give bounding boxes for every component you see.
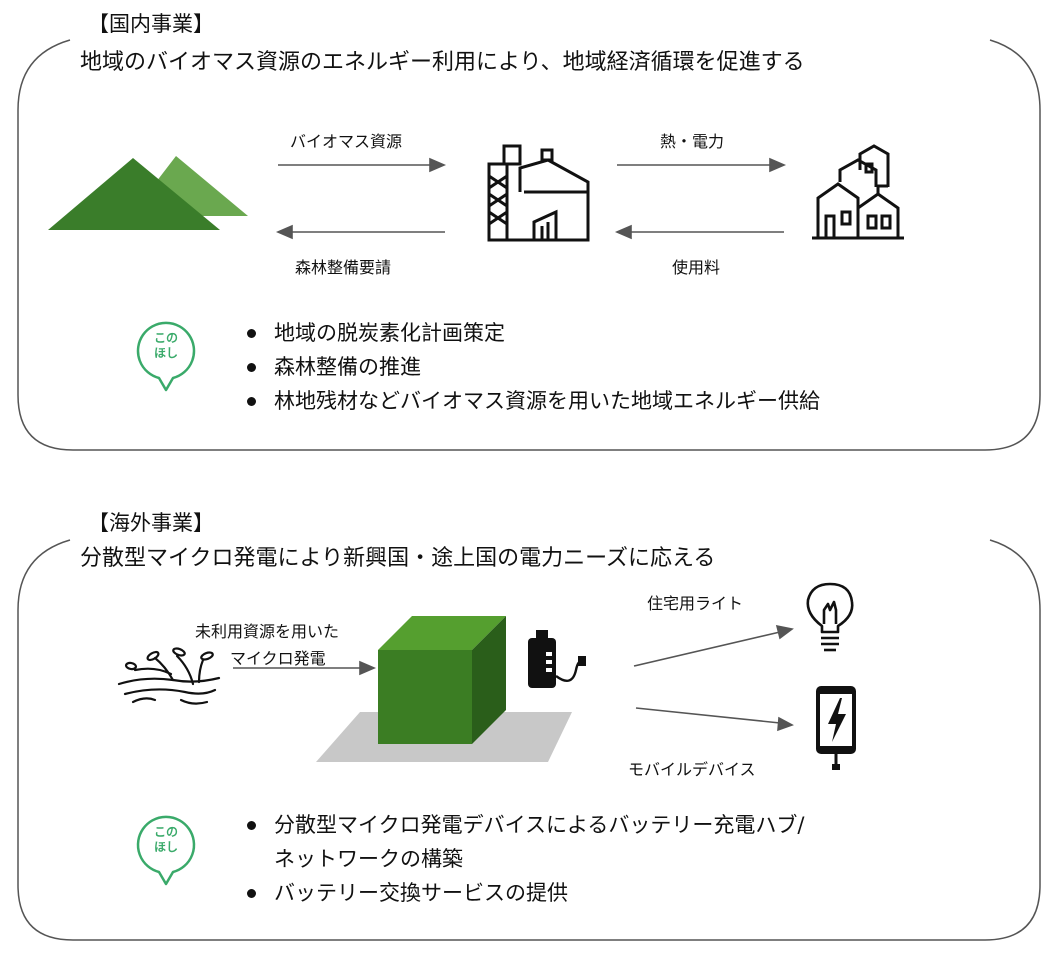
logo-text-line1: この (153, 825, 178, 839)
list-item: バッテリー交換サービスの提供 (242, 876, 804, 910)
flow-label-home-light: 住宅用ライト (647, 594, 744, 613)
overseas-frame (17, 539, 1041, 941)
overseas-title: 【海外事業】 (88, 511, 214, 535)
list-item: 森林整備の推進 (242, 350, 820, 384)
konohoshi-logo-icon (136, 321, 196, 392)
mountain-icon (48, 156, 248, 230)
flow-label-usage-fee: 使用料 (672, 258, 721, 277)
flow-label-biomass: バイオマス資源 (290, 132, 403, 151)
cube-top (378, 616, 506, 650)
list-item: 林地残材などバイオマス資源を用いた地域エネルギー供給 (242, 384, 820, 418)
branches-icon (117, 647, 221, 705)
domestic-title: 【国内事業】 (88, 12, 214, 36)
domestic-bullet-list: 地域の脱炭素化計画策定 森林整備の推進 林地残材などバイオマス資源を用いた地域エ… (242, 316, 820, 418)
logo-text-2: この ほし (150, 825, 182, 855)
logo-text: この ほし (150, 331, 182, 361)
overseas-arrows (233, 624, 794, 732)
domestic-subtitle: 地域のバイオマス資源のエネルギー利用により、地域経済循環を促進する (80, 50, 805, 75)
houses-icon (812, 144, 904, 240)
logo-text-line1: この (153, 331, 178, 345)
flow-label-unused-2: マイクロ発電 (230, 649, 326, 668)
logo-text-line2: ほし (153, 840, 178, 854)
light-bulb-icon (806, 582, 854, 652)
domestic-arrows (275, 157, 787, 240)
flow-label-unused-1: 未利用資源を用いた (195, 622, 340, 641)
list-item: 分散型マイクロ発電デバイスによるバッテリー充電ハブ/ (242, 808, 804, 842)
flow-label-forest-request: 森林整備要請 (295, 258, 392, 277)
logo-text-line2: ほし (153, 346, 178, 360)
flow-label-heat-power: 熱・電力 (660, 132, 725, 151)
konohoshi-logo-icon-2 (136, 815, 196, 886)
biomass-plant-icon (487, 144, 590, 242)
cube-side (472, 616, 506, 744)
smartphone-charging-icon (816, 686, 856, 770)
list-item: 地域の脱炭素化計画策定 (242, 316, 820, 350)
cube-front (378, 650, 472, 744)
domestic-frame (17, 39, 1041, 451)
battery-pack-icon (528, 630, 586, 688)
micro-generator-cube (233, 616, 794, 762)
overseas-bullet-list: 分散型マイクロ発電デバイスによるバッテリー充電ハブ/ ネットワークの構築 バッテ… (242, 808, 804, 910)
overseas-subtitle: 分散型マイクロ発電により新興国・途上国の電力ニーズに応える (80, 546, 716, 571)
flow-label-mobile: モバイルデバイス (628, 760, 756, 779)
list-item-continued: ネットワークの構築 (274, 847, 463, 871)
